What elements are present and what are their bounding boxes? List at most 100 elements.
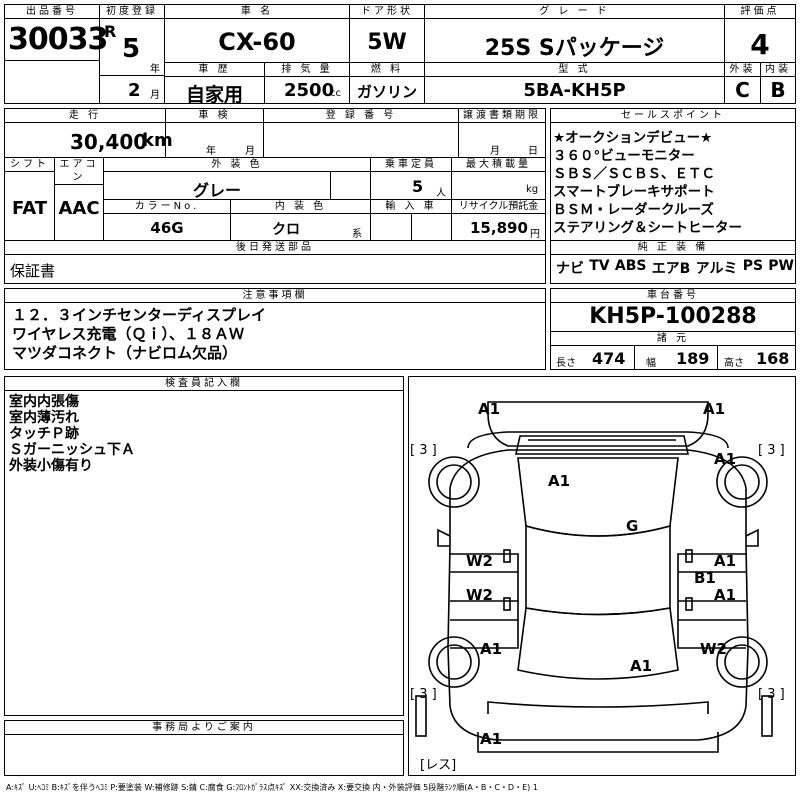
mileage-label: 走 行 — [5, 109, 165, 123]
equipment-list: ナビ TV ABS エアB アルミ PS PW — [556, 258, 794, 278]
mileage: 30,400 — [70, 130, 148, 154]
history-label: 車 歴 — [165, 63, 264, 77]
displacement: 2500 — [284, 80, 335, 101]
car-diagram: A1 A1 A1 A1 G W2 W2 A1 B1 A1 A1 A1 W2 A1… — [410, 400, 785, 773]
capacity: 5 — [412, 177, 424, 196]
door-label: ドア形状 — [350, 5, 424, 19]
inspector-line: 室内内張傷 — [9, 394, 79, 410]
recycle-unit: 円 — [530, 229, 540, 240]
inspection-month-unit: 月 — [245, 146, 255, 157]
interior-label: 内装 — [761, 63, 795, 77]
sales-line: ３６０°ビューモニター — [553, 148, 695, 164]
displacement-label: 排 気 量 — [265, 63, 349, 77]
equipment-item: TV — [589, 258, 610, 274]
reg-month-unit: 月 — [150, 90, 160, 101]
score: 4 — [750, 28, 770, 61]
displacement-unit: cc — [330, 88, 341, 99]
interior-score: B — [770, 78, 786, 102]
inspector-line: Ｓガーニッシュ下Ａ — [9, 442, 135, 458]
equipment-item: ABS — [614, 258, 647, 274]
width: 189 — [676, 349, 710, 368]
inspector-line: 室内薄汚れ — [9, 410, 79, 426]
interior-color-unit: 系 — [352, 229, 362, 240]
sales-points-list: ★オークションデビュー★ ３６０°ビューモニター ＳＢＳ／ＳＣＢＳ、ＥＴＣ スマ… — [553, 129, 795, 237]
color-number: 46G — [150, 219, 184, 237]
tire-mark: [ 3 ] — [758, 687, 785, 702]
transfer-label: 譲渡書類期限 — [459, 109, 545, 123]
width-label: 幅 — [646, 358, 656, 369]
first-reg-label: 初度登録 — [100, 5, 164, 19]
damage-mark: B1 — [694, 569, 716, 587]
header-table — [4, 4, 796, 104]
exterior-color: グレー — [192, 181, 241, 200]
office-label: 事務局よりご案内 — [5, 721, 403, 735]
damage-mark: A1 — [714, 586, 736, 604]
height: 168 — [756, 349, 790, 368]
tire-mark: [ 3 ] — [410, 443, 437, 458]
shift: FAT — [11, 198, 48, 219]
damage-mark: G — [626, 517, 638, 535]
length: 474 — [592, 349, 626, 368]
caution-list: １２．３インチセンターディスプレイ ワイヤレス充電（Ｑｉ）、１８ＡＷ マツダコネ… — [12, 306, 266, 363]
grade: 25S Sパッケージ — [484, 36, 665, 61]
chassis-label: 車台番号 — [551, 289, 795, 303]
exterior-score: C — [735, 78, 750, 102]
office-box — [4, 720, 404, 776]
load-label: 最大積載量 — [452, 158, 545, 172]
transfer-day-unit: 日 — [528, 146, 538, 157]
sales-points-box — [550, 108, 796, 284]
damage-mark: A1 — [480, 640, 502, 658]
details-table — [4, 108, 546, 284]
model: 5BA-KH5P — [523, 80, 626, 101]
caution-line: ワイヤレス充電（Ｑｉ）、１８ＡＷ — [12, 325, 245, 343]
equipment-item: PS — [742, 258, 764, 274]
recycle-label: リサイクル預託金 — [452, 200, 545, 214]
height-label: 高さ — [724, 358, 744, 369]
caution-line: マツダコネクト（ナビロム欠品） — [12, 344, 238, 362]
equipment-item: エアB — [651, 261, 691, 277]
registration-label: 登 録 番 号 — [264, 109, 458, 123]
fuel: ガソリン — [356, 83, 417, 101]
inspector-line: 外装小傷有り — [9, 458, 93, 474]
tire-mark: [ 3 ] — [758, 443, 785, 458]
mileage-unit: km — [142, 130, 173, 151]
damage-mark: A1 — [714, 450, 736, 468]
damage-mark: W2 — [466, 552, 493, 570]
later-parts: 保証書 — [10, 262, 56, 280]
caution-label: 注意事項欄 — [5, 289, 545, 303]
caution-box — [4, 288, 546, 370]
damage-mark: A1 — [548, 472, 570, 490]
car-name-label: 車 名 — [165, 5, 349, 19]
sales-points-label: セールスポイント — [551, 109, 795, 123]
sales-line: スマートブレーキサポート — [553, 184, 715, 200]
damage-mark: A1 — [630, 657, 652, 675]
damage-diagram-box — [408, 376, 796, 776]
damage-mark: A1 — [480, 730, 502, 748]
equipment-item: アルミ — [695, 261, 738, 277]
equipment-item: ナビ — [556, 261, 584, 277]
load-unit: kg — [526, 184, 539, 195]
lot-label: 出品番号 — [5, 5, 99, 19]
damage-mark: A1 — [714, 552, 736, 570]
spare-tire-mark: [レス] — [420, 758, 456, 773]
model-label: 型 式 — [425, 63, 724, 77]
capacity-label: 乗車定員 — [371, 158, 451, 172]
equipment-item: PW — [768, 258, 794, 274]
reg-month: 2 — [128, 80, 141, 101]
door-type: 5W — [367, 30, 407, 55]
inspector-box — [4, 376, 404, 716]
length-label: 長さ — [556, 358, 576, 369]
history: 自家用 — [185, 84, 243, 106]
inspector-notes: 室内内張傷 室内薄汚れ タッチＰ跡 Ｓガーニッシュ下Ａ 外装小傷有り — [9, 394, 135, 474]
exterior-label: 外装 — [725, 63, 760, 77]
damage-mark: W2 — [466, 586, 493, 604]
inspection-year-unit: 年 — [206, 146, 216, 157]
fuel-label: 燃 料 — [350, 63, 424, 77]
lot-number: 30033 — [8, 22, 108, 57]
damage-mark: W2 — [700, 640, 727, 658]
reg-year: 5 — [122, 34, 141, 64]
grade-label: グ レ ー ド — [425, 5, 724, 19]
inspector-line: タッチＰ跡 — [9, 426, 79, 442]
sales-line: ＢＳＭ・レーダークルーズ — [553, 202, 714, 218]
damage-mark: A1 — [478, 400, 500, 418]
